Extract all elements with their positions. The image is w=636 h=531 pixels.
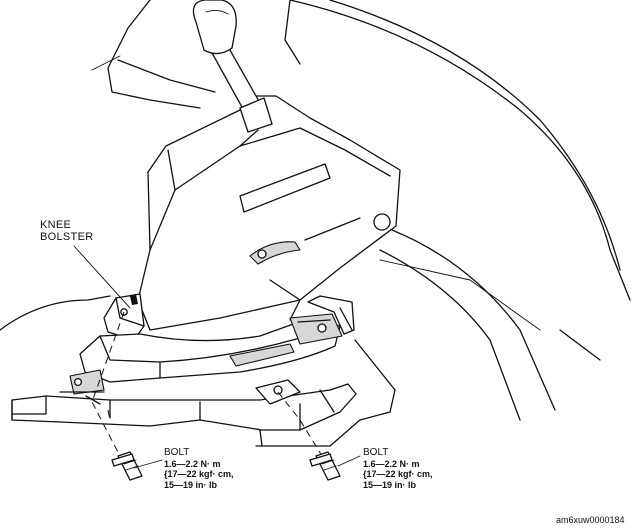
figure-code: am6xuw0000184: [556, 515, 625, 525]
knee-bolster-label-line1: KNEE: [40, 219, 72, 231]
mounting-plate: [79, 313, 343, 383]
left-bolt-torque-inlb: 15—19 in· lb: [164, 479, 218, 490]
right-bolt-torque-inlb: 15—19 in· lb: [363, 479, 417, 490]
knee-bolster-bracket: [103, 293, 145, 341]
lower-frame: [11, 339, 396, 447]
lower-left-clip: [59, 369, 105, 405]
shift-lever: [192, 0, 273, 133]
left-bolt-torque-nm: 1.6—2.2 N· m: [164, 458, 221, 469]
left-bolt-icon: [111, 451, 143, 481]
right-bolt-torque-nm: 1.6—2.2 N· m: [363, 458, 420, 469]
dashboard-outline: [0, 0, 301, 331]
right-bolt-spec: BOLT 1.6—2.2 N· m {17—22 kgf· cm, 15—19 …: [363, 447, 433, 490]
leader-lines: [73, 245, 361, 469]
center-console-trim: [289, 0, 631, 421]
left-bolt-title: BOLT: [164, 447, 190, 458]
right-bolt-title: BOLT: [363, 447, 389, 458]
shift-boot-housing: [137, 95, 401, 331]
bolt-guide-lines: [91, 311, 323, 457]
left-bolt-spec: BOLT 1.6—2.2 N· m {17—22 kgf· cm, 15—19 …: [164, 447, 234, 490]
right-bolt-icon: [309, 451, 341, 481]
right-bolt-torque-kgf: {17—22 kgf· cm,: [363, 469, 433, 479]
right-upper-bracket: [307, 295, 355, 335]
left-bolt-torque-kgf: {17—22 kgf· cm,: [164, 469, 234, 479]
knee-bolster-label-line2: BOLSTER: [40, 231, 94, 243]
knee-bolster-label: KNEE BOLSTER: [40, 219, 93, 243]
